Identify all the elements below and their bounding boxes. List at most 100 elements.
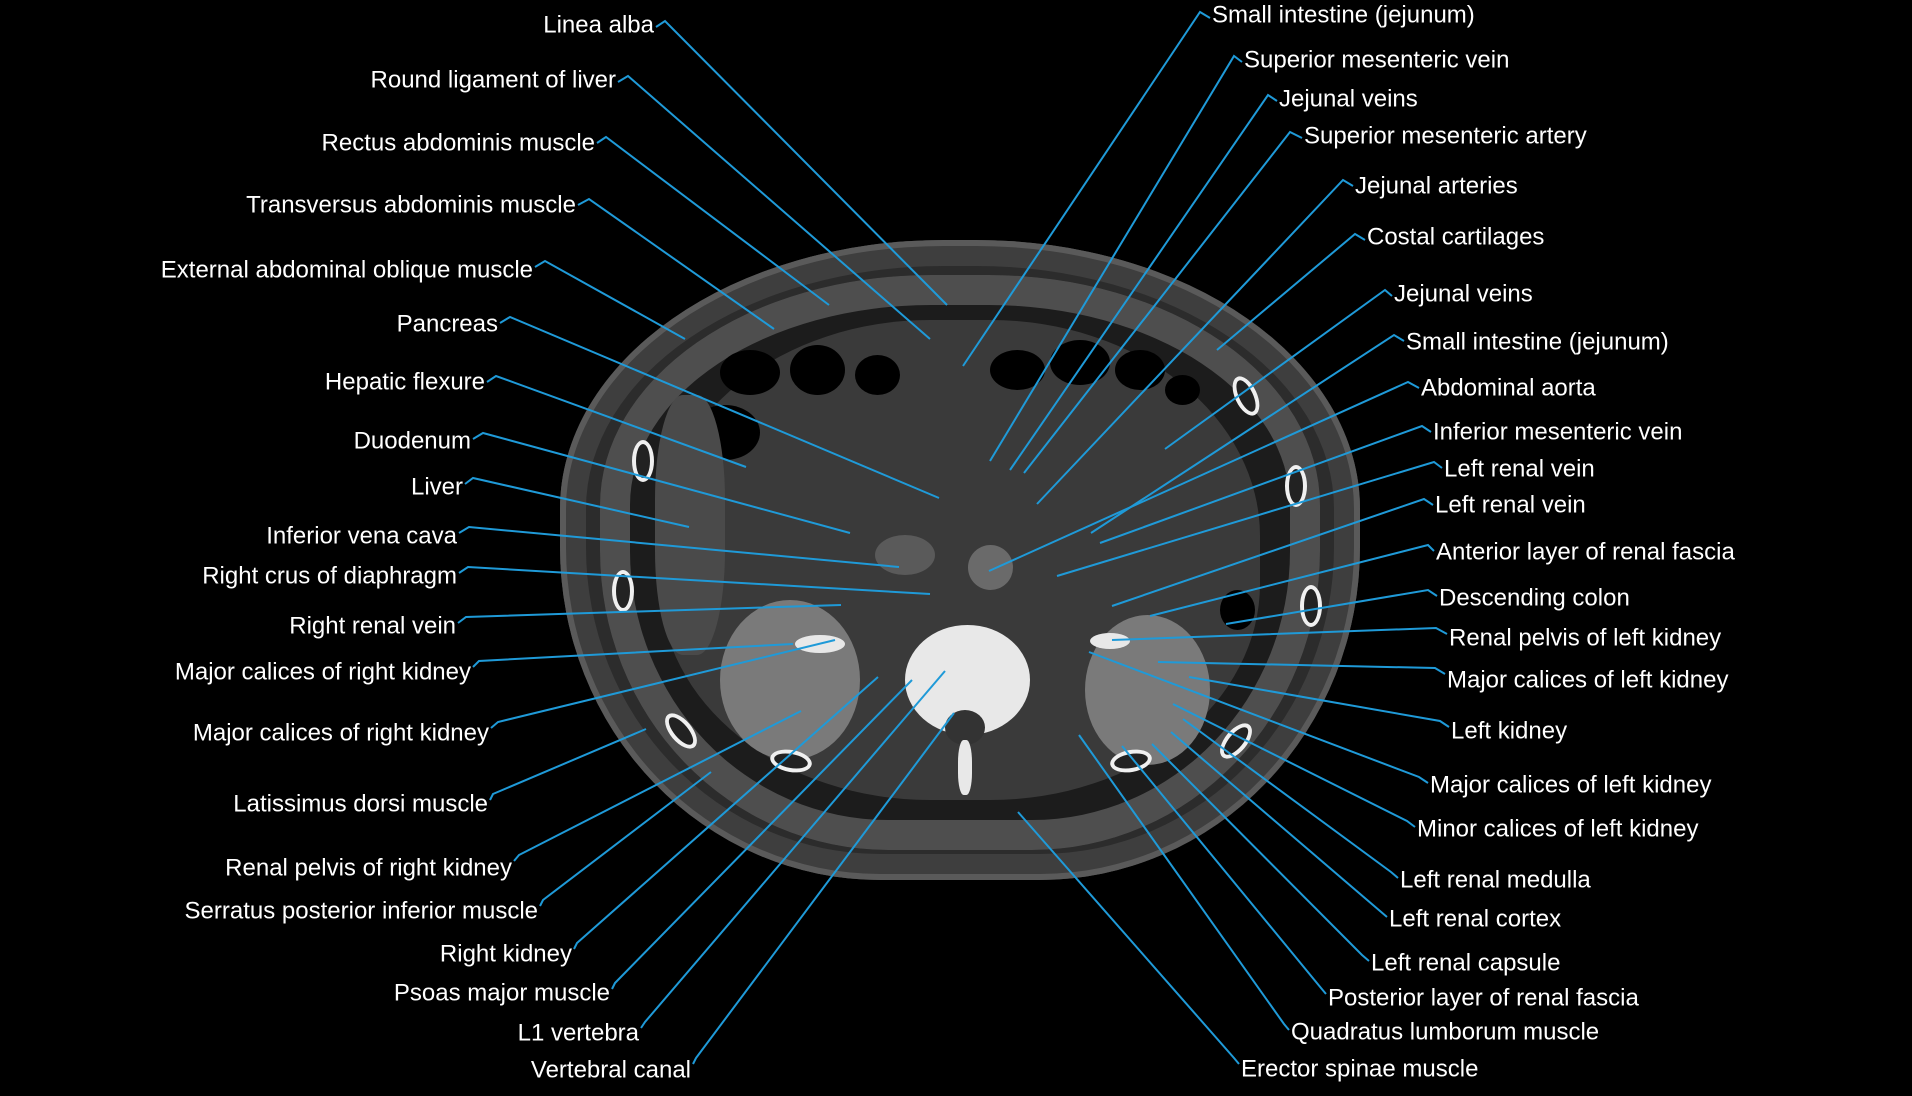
leader-line bbox=[596, 135, 830, 306]
leader-line bbox=[1216, 232, 1366, 351]
leader-line bbox=[1164, 288, 1393, 450]
anatomy-label: Right crus of diaphragm bbox=[202, 562, 457, 590]
anatomy-label: Pancreas bbox=[396, 310, 498, 338]
bowel-gas bbox=[1115, 350, 1165, 390]
leader-line bbox=[472, 431, 851, 534]
bowel-gas bbox=[855, 355, 900, 395]
anatomy-label: Major calices of right kidney bbox=[192, 719, 489, 747]
bowel-gas bbox=[790, 345, 845, 395]
anatomy-label: Jejunal veins bbox=[1394, 280, 1533, 308]
leader-line bbox=[1009, 93, 1278, 471]
leader-line bbox=[640, 670, 946, 1029]
leader-line bbox=[490, 639, 836, 729]
leader-line bbox=[1225, 588, 1438, 625]
anatomy-label: Left renal vein bbox=[1435, 491, 1586, 519]
rib bbox=[1300, 585, 1322, 627]
anatomy-label: Latissimus dorsi muscle bbox=[233, 790, 488, 818]
anatomy-label: Transversus abdominis muscle bbox=[246, 191, 576, 219]
anatomy-label: Abdominal aorta bbox=[1421, 374, 1596, 402]
right-kidney bbox=[720, 600, 860, 760]
anatomy-label: Jejunal arteries bbox=[1355, 172, 1518, 200]
anatomy-label: Renal pelvis of left kidney bbox=[1449, 624, 1722, 652]
anatomy-label: Renal pelvis of right kidney bbox=[225, 854, 512, 882]
leader-line bbox=[534, 259, 686, 340]
leader-line bbox=[489, 728, 647, 801]
anatomy-label: Right kidney bbox=[439, 940, 572, 968]
leader-line bbox=[458, 565, 931, 595]
anatomy-label: Inferior vena cava bbox=[266, 522, 457, 550]
leader-line bbox=[1121, 745, 1327, 995]
leader-line bbox=[499, 315, 940, 499]
leader-line bbox=[1036, 178, 1354, 505]
leader-line bbox=[1023, 130, 1303, 474]
anatomy-label: Left renal cortex bbox=[1389, 905, 1562, 933]
leader-line bbox=[1078, 734, 1290, 1031]
leader-line bbox=[988, 380, 1420, 572]
anatomy-label: Anterior layer of renal fascia bbox=[1436, 538, 1735, 566]
anatomy-label: Hepatic flexure bbox=[324, 368, 485, 396]
anatomy-label: Descending colon bbox=[1439, 584, 1630, 612]
anatomy-label: Serratus posterior inferior muscle bbox=[184, 897, 538, 925]
leader-line bbox=[577, 197, 775, 330]
anatomy-label: Left renal vein bbox=[1444, 455, 1595, 483]
anatomy-label: Erector spinae muscle bbox=[1241, 1055, 1479, 1083]
leader-line bbox=[655, 19, 948, 306]
anatomy-label: Small intestine (jejunum) bbox=[1406, 328, 1669, 356]
leader-line bbox=[464, 476, 690, 528]
leader-line bbox=[458, 525, 900, 568]
anatomy-label: L1 vertebra bbox=[517, 1019, 639, 1047]
leader-line bbox=[1111, 626, 1448, 641]
anatomy-label: Costal cartilages bbox=[1367, 223, 1545, 251]
rib bbox=[612, 570, 634, 612]
leader-line bbox=[1157, 661, 1446, 675]
leader-line bbox=[989, 54, 1243, 462]
anatomy-label: Quadratus lumborum muscle bbox=[1291, 1018, 1600, 1046]
leader-line bbox=[1188, 676, 1450, 728]
anatomy-label: Left renal capsule bbox=[1371, 949, 1561, 977]
anatomy-label: Duodenum bbox=[353, 427, 471, 455]
renal-pelvis-left bbox=[1090, 633, 1130, 649]
rib bbox=[1285, 465, 1307, 507]
bowel-gas bbox=[1165, 375, 1200, 405]
leader-line bbox=[692, 712, 955, 1065]
leader-line bbox=[1099, 424, 1432, 544]
spinous-process bbox=[958, 740, 972, 795]
anatomy-label: Superior mesenteric vein bbox=[1244, 46, 1510, 74]
ivc bbox=[875, 535, 935, 575]
leader-line bbox=[513, 710, 802, 862]
anatomy-label: Superior mesenteric artery bbox=[1304, 122, 1587, 150]
anatomy-label: Major calices of left kidney bbox=[1430, 771, 1712, 799]
bowel-gas bbox=[720, 350, 780, 395]
leader-line bbox=[1090, 333, 1405, 534]
anatomy-label: Round ligament of liver bbox=[370, 66, 616, 94]
rib bbox=[632, 440, 654, 482]
anatomy-label: Jejunal veins bbox=[1279, 85, 1418, 113]
anatomy-label: Left kidney bbox=[1451, 717, 1568, 745]
anatomy-label: Minor calices of left kidney bbox=[1417, 815, 1699, 843]
leader-line bbox=[472, 643, 794, 668]
leader-line bbox=[1172, 703, 1416, 828]
leader-line bbox=[611, 679, 913, 990]
anatomy-label: Left renal medulla bbox=[1400, 866, 1591, 894]
leader-line bbox=[539, 771, 712, 907]
leader-line bbox=[1170, 731, 1388, 918]
anatomy-label: Small intestine (jejunum) bbox=[1212, 1, 1475, 29]
bowel-gas bbox=[1050, 340, 1110, 385]
leader-line bbox=[1111, 497, 1434, 607]
anatomy-label: Posterior layer of renal fascia bbox=[1328, 984, 1639, 1012]
anatomy-label: Inferior mesenteric vein bbox=[1433, 418, 1683, 446]
anatomy-label: Major calices of left kidney bbox=[1447, 666, 1729, 694]
leader-line bbox=[1151, 743, 1370, 962]
anatomy-label: Linea alba bbox=[543, 11, 654, 39]
leader-line bbox=[617, 74, 931, 340]
anatomy-label: Psoas major muscle bbox=[393, 979, 610, 1007]
leader-line bbox=[457, 604, 842, 624]
aorta bbox=[968, 545, 1013, 590]
leader-line bbox=[1056, 460, 1443, 577]
leader-line bbox=[573, 676, 879, 950]
anatomy-label: Right renal vein bbox=[289, 612, 456, 640]
anatomy-label: Vertebral canal bbox=[530, 1056, 691, 1084]
leader-line bbox=[1017, 811, 1240, 1065]
